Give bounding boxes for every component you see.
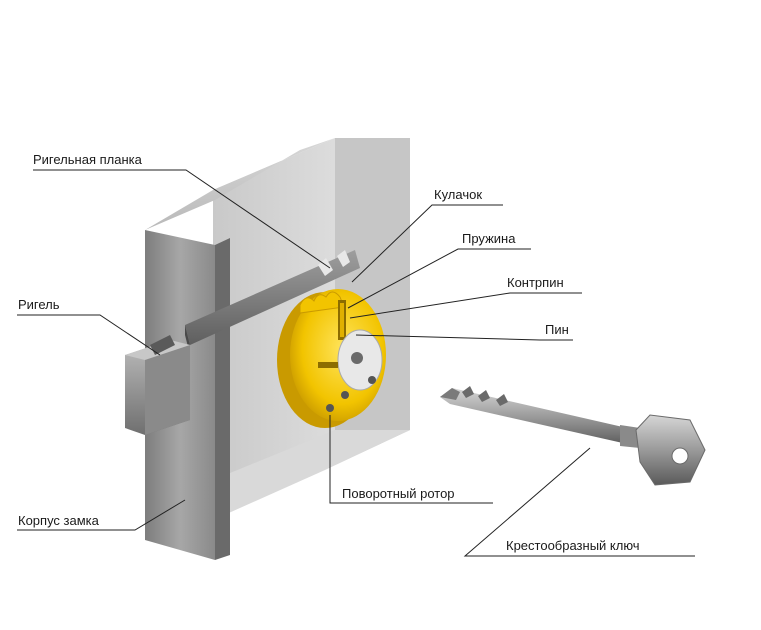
leader-klyuch — [463, 447, 695, 557]
key — [440, 386, 706, 486]
label-korpus: Корпус замка — [18, 513, 99, 528]
leader-kontrpin — [349, 292, 582, 319]
leader-pruzhina — [347, 248, 531, 309]
label-kulachok: Кулачок — [434, 187, 483, 202]
leader-rotor — [329, 415, 493, 504]
label-pin: Пин — [545, 322, 569, 337]
top-face — [145, 138, 335, 230]
leader-kulachok — [351, 204, 503, 283]
label-kontrpin: Контрпин — [507, 275, 564, 290]
leader-lines — [17, 169, 695, 557]
floor — [213, 430, 410, 520]
label-rigelnaya-planka: Ригельная планка — [33, 152, 142, 167]
label-rigel: Ригель — [18, 297, 60, 312]
leader-pin — [355, 334, 573, 341]
leader-rigelnaya-planka — [33, 169, 331, 269]
bolt-head — [125, 335, 190, 435]
leader-rigel — [17, 314, 161, 356]
label-rotor: Поворотный ротор — [342, 486, 455, 501]
leader-korpus — [17, 499, 186, 531]
label-klyuch: Крестообразный ключ — [506, 538, 640, 553]
rotor — [277, 289, 386, 428]
label-pruzhina: Пружина — [462, 231, 516, 246]
